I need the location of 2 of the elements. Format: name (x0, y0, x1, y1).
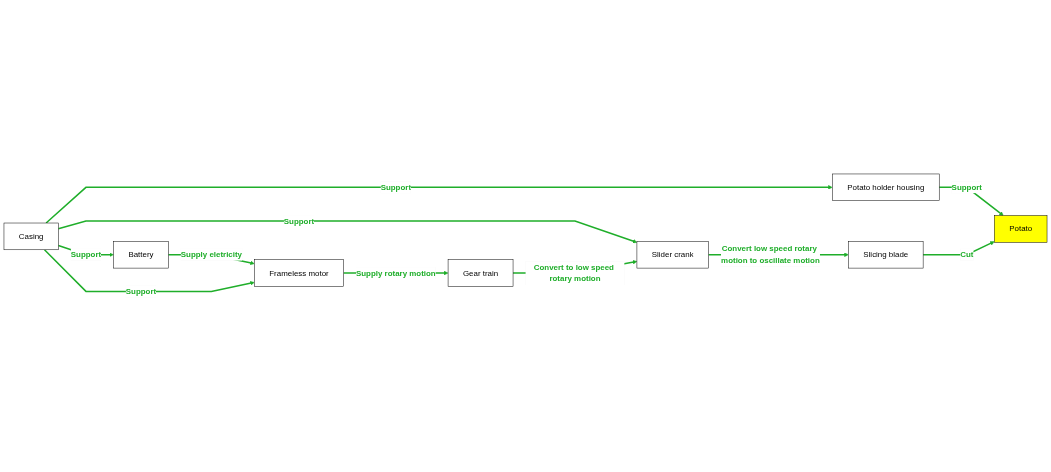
arrow (45, 185, 833, 225)
arrow (57, 220, 638, 244)
